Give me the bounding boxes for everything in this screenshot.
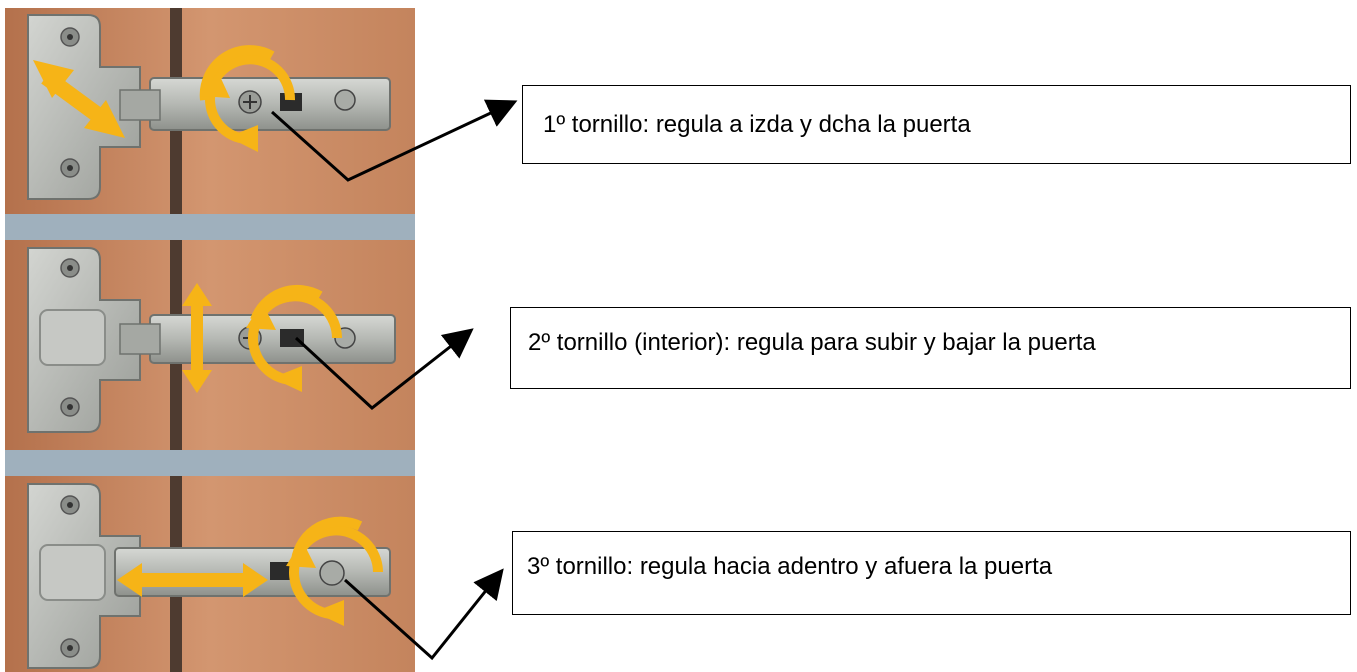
- callout-text: 2º tornillo (interior): regula para subi…: [528, 329, 1096, 356]
- pointer-line-1: [270, 99, 518, 182]
- horizontal-double-arrow-icon: [117, 563, 268, 597]
- hinge-photo-panel-3: [5, 476, 415, 672]
- hinge-photo-panel-1: [5, 8, 415, 214]
- rotate-arrow-icon: [199, 45, 296, 152]
- pointer-line-3: [343, 568, 504, 661]
- rotate-arrow-icon: [246, 285, 342, 392]
- callout-screw-1: 1º tornillo: regula a izda y dcha la pue…: [522, 85, 1351, 164]
- rotate-arrow-icon: [286, 516, 383, 626]
- callout-screw-2: 2º tornillo (interior): regula para subi…: [510, 307, 1351, 389]
- callout-text: 1º tornillo: regula a izda y dcha la pue…: [543, 110, 971, 138]
- diagonal-double-arrow-icon: [33, 60, 125, 138]
- vertical-double-arrow-icon: [182, 283, 212, 393]
- callout-screw-3: 3º tornillo: regula hacia adentro y afue…: [512, 531, 1351, 615]
- panel-separator: [5, 450, 415, 476]
- callout-text: 3º tornillo: regula hacia adentro y afue…: [527, 553, 1053, 580]
- hinge-photo-panel-2: [5, 240, 415, 450]
- panel-separator: [5, 214, 415, 240]
- pointer-line-2: [294, 328, 474, 410]
